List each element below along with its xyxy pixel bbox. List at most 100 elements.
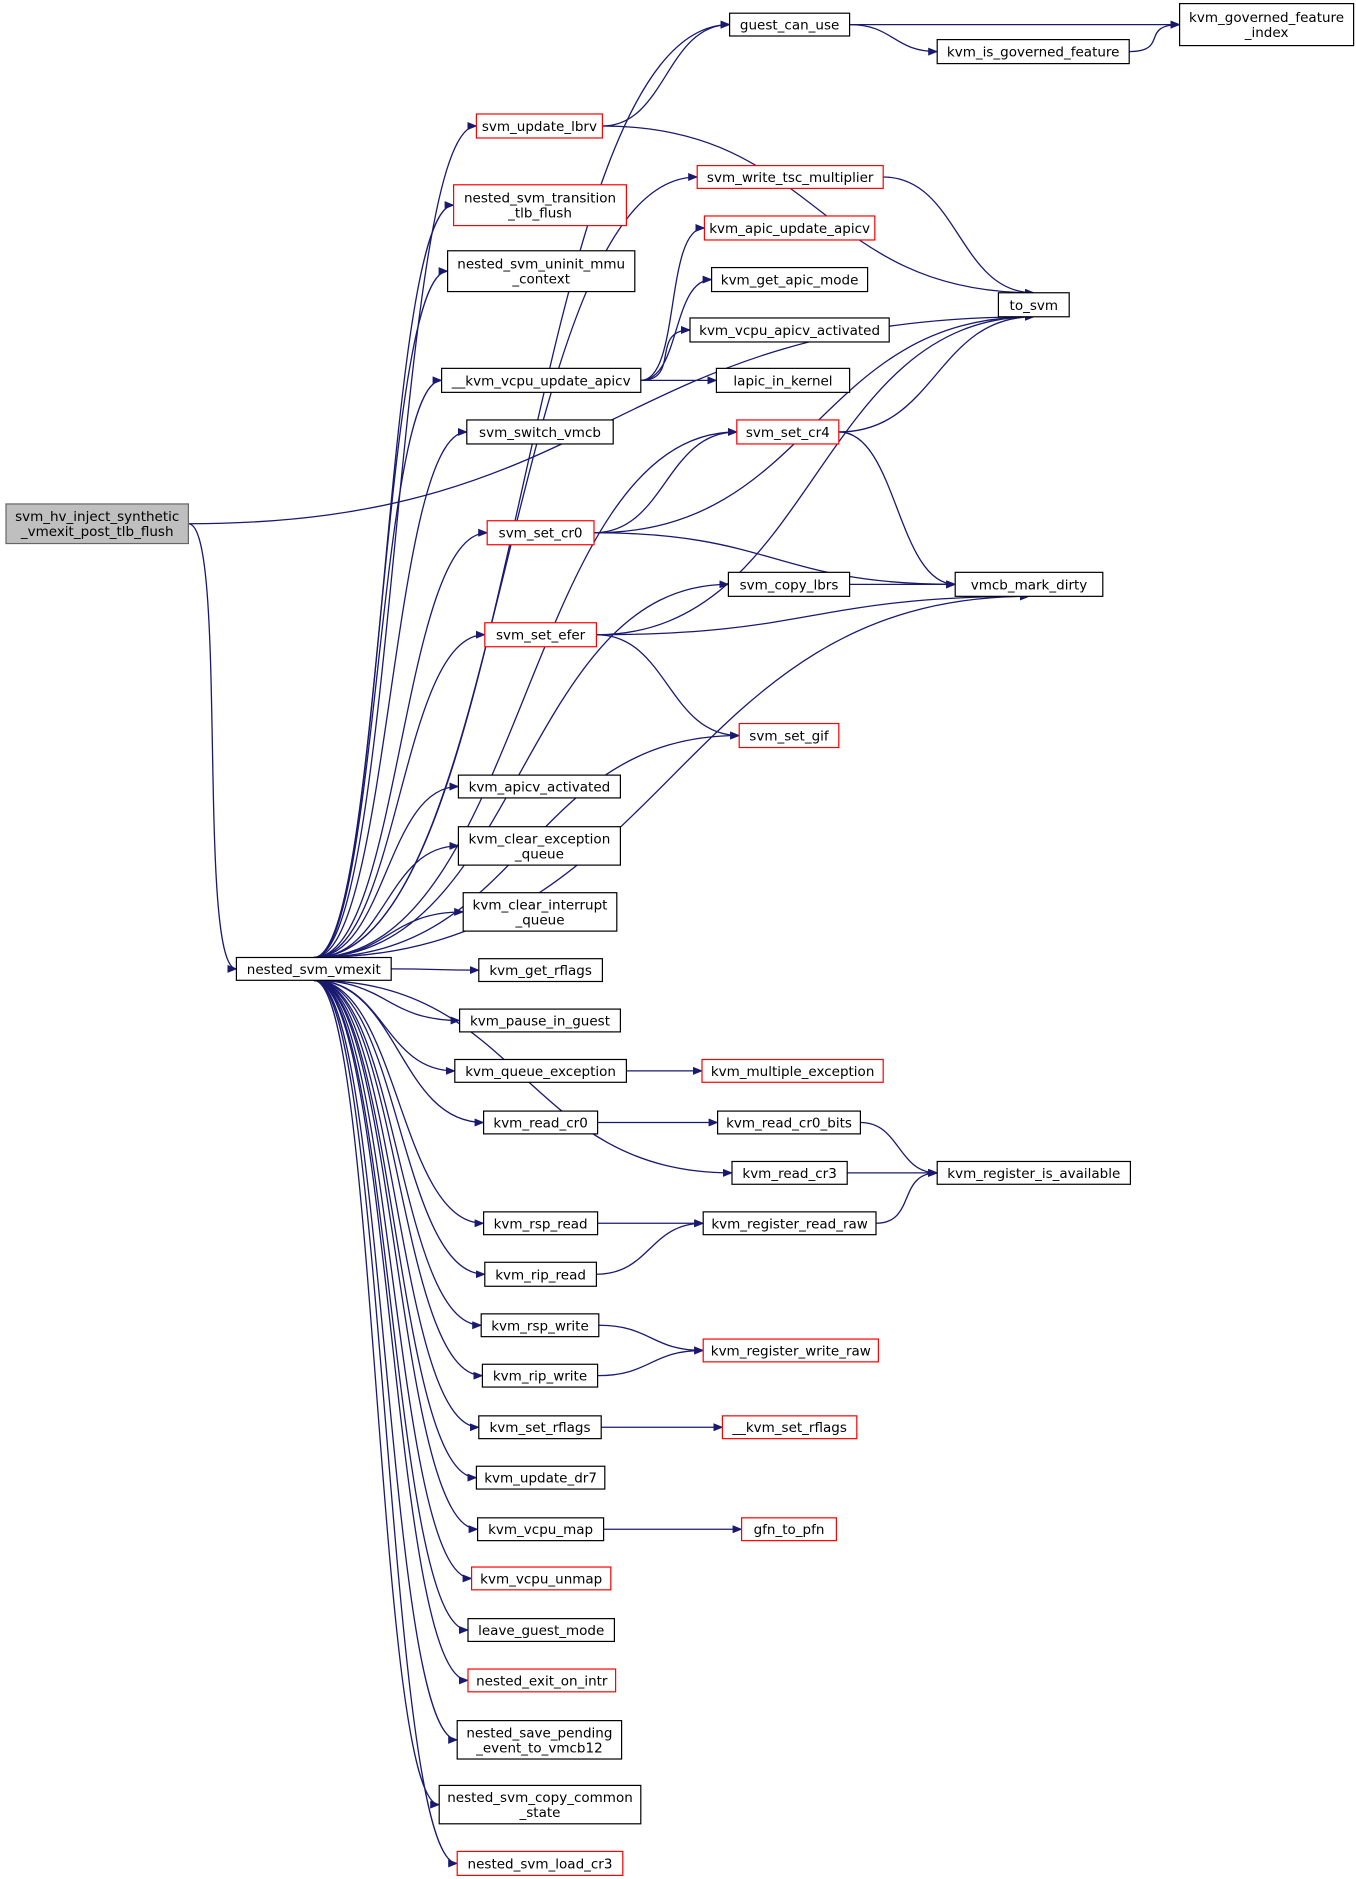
node-label: svm_update_lbrv	[482, 119, 597, 135]
node-label: kvm_rsp_read	[494, 1216, 588, 1232]
node-svm_copy_lbrs[interactable]: svm_copy_lbrs	[727, 571, 851, 597]
node-nested_svm_load_cr3[interactable]: nested_svm_load_cr3	[456, 1850, 624, 1877]
node-nested_svm_uninit_mmu_context[interactable]: nested_svm_uninit_mmu_context	[447, 250, 636, 293]
node-kvm_set_rflags[interactable]: kvm_set_rflags	[478, 1415, 602, 1440]
node-nested_svm_transition_tlb_flush[interactable]: nested_svm_transition_tlb_flush	[453, 184, 628, 227]
node-box	[467, 1668, 617, 1693]
node-svm_set_cr0[interactable]: svm_set_cr0	[486, 520, 595, 546]
node-svm_switch_vmcb[interactable]: svm_switch_vmcb	[466, 419, 614, 445]
node-box	[475, 113, 603, 139]
node-nested_save_pending_event_to_vmcb12[interactable]: nested_save_pending_event_to_vmcb12	[456, 1720, 623, 1760]
node-kvm_register_is_available[interactable]: kvm_register_is_available	[936, 1160, 1132, 1185]
node-kvm_read_cr3[interactable]: kvm_read_cr3	[731, 1160, 848, 1185]
node-label: kvm_queue_exception	[465, 1064, 616, 1080]
node-kvm_multiple_exception[interactable]: kvm_multiple_exception	[701, 1058, 884, 1083]
node-svm_set_efer[interactable]: svm_set_efer	[484, 622, 597, 648]
node-label: __kvm_vcpu_update_apicv	[451, 373, 631, 389]
node-box	[1178, 2, 1355, 47]
node-label: _context	[511, 272, 570, 288]
node-label: svm_write_tsc_multiplier	[707, 170, 874, 186]
node-label: svm_switch_vmcb	[479, 425, 601, 441]
node-label: nested_svm_vmexit	[247, 962, 381, 978]
node-kvm_rsp_read[interactable]: kvm_rsp_read	[483, 1211, 599, 1236]
node-nested_svm_vmexit[interactable]: nested_svm_vmexit	[235, 956, 392, 981]
node-vmcb_mark_dirty[interactable]: vmcb_mark_dirty	[954, 571, 1104, 597]
node-kvm_rip_read[interactable]: kvm_rip_read	[484, 1261, 597, 1287]
node-to_svm[interactable]: to_svm	[997, 292, 1070, 318]
node-label: kvm_read_cr0	[493, 1115, 587, 1131]
node-label: __kvm_set_rflags	[731, 1420, 847, 1436]
edge-kvm_register_read_raw-to-kvm_register_is_available	[875, 1168, 939, 1224]
node-__kvm_set_rflags[interactable]: __kvm_set_rflags	[721, 1415, 858, 1440]
node-label: kvm_is_governed_feature	[947, 45, 1120, 61]
node-box	[457, 774, 621, 799]
node-kvm_get_apic_mode[interactable]: kvm_get_apic_mode	[710, 266, 869, 293]
node-box	[466, 419, 614, 445]
node-lapic_in_kernel[interactable]: lapic_in_kernel	[715, 367, 851, 393]
node-kvm_vcpu_apicv_activated[interactable]: kvm_vcpu_apicv_activated	[689, 317, 890, 343]
node-svm_write_tsc_multiplier[interactable]: svm_write_tsc_multiplier	[696, 164, 884, 189]
edge-svm_set_cr4-to-vmcb_mark_dirty	[838, 431, 957, 589]
node-kvm_rip_write[interactable]: kvm_rip_write	[481, 1363, 599, 1388]
node-box	[936, 1160, 1132, 1185]
edge-svm_set_cr0-to-vmcb_mark_dirty	[593, 532, 957, 589]
node-label: kvm_apic_update_apicv	[709, 221, 870, 237]
node-box	[936, 38, 1130, 65]
node-kvm_rsp_write[interactable]: kvm_rsp_write	[480, 1313, 600, 1338]
node-svm_set_cr4[interactable]: svm_set_cr4	[736, 419, 840, 445]
node-kvm_queue_exception[interactable]: kvm_queue_exception	[454, 1058, 627, 1083]
edge-svm_set_efer-to-to_svm	[596, 312, 1035, 636]
node-label: kvm_register_read_raw	[711, 1216, 868, 1232]
node-kvm_clear_interrupt_queue[interactable]: kvm_clear_interrupt_queue	[462, 892, 618, 932]
edge-nested_svm_vmexit-to-kvm_rip_write	[313, 979, 484, 1380]
node-label: kvm_update_dr7	[484, 1471, 597, 1487]
node-kvm_vcpu_unmap[interactable]: kvm_vcpu_unmap	[471, 1566, 612, 1591]
edge-nested_svm_vmexit-to-kvm_rip_read	[313, 979, 486, 1279]
node-box	[721, 1415, 858, 1440]
node-root[interactable]: svm_hv_inject_synthetic_vmexit_post_tlb_…	[5, 503, 189, 545]
node-box	[475, 1465, 606, 1490]
node-kvm_apicv_activated[interactable]: kvm_apicv_activated	[457, 774, 621, 799]
edge-nested_svm_vmexit-to-svm_set_efer	[313, 630, 486, 959]
node-kvm_governed_feature_index[interactable]: kvm_governed_feature_index	[1178, 2, 1355, 47]
edge-kvm_read_cr0_bits-to-kvm_register_is_available	[860, 1121, 939, 1177]
node-box	[471, 1566, 612, 1591]
node-svm_update_lbrv[interactable]: svm_update_lbrv	[475, 113, 603, 139]
node-kvm_apic_update_apicv[interactable]: kvm_apic_update_apicv	[703, 215, 876, 241]
node-kvm_vcpu_map[interactable]: kvm_vcpu_map	[477, 1517, 605, 1542]
node-svm_set_gif[interactable]: svm_set_gif	[738, 722, 840, 749]
node-kvm_get_rflags[interactable]: kvm_get_rflags	[478, 958, 603, 983]
node-kvm_is_governed_feature[interactable]: kvm_is_governed_feature	[936, 38, 1130, 65]
nodes-layer: svm_hv_inject_synthetic_vmexit_post_tlb_…	[5, 2, 1355, 1877]
node-box	[235, 956, 392, 981]
node-label: nested_svm_load_cr3	[468, 1856, 613, 1872]
node-label: kvm_register_is_available	[947, 1166, 1120, 1182]
node-label: svm_set_cr0	[499, 526, 583, 542]
node-leave_guest_mode[interactable]: leave_guest_mode	[467, 1618, 615, 1643]
node-nested_svm_copy_common_state[interactable]: nested_svm_copy_common_state	[438, 1784, 642, 1825]
edge-nested_svm_vmexit-to-svm_switch_vmcb	[313, 428, 468, 959]
node-kvm_read_cr0[interactable]: kvm_read_cr0	[483, 1110, 599, 1135]
node-guest_can_use[interactable]: guest_can_use	[728, 12, 851, 37]
node-nested_exit_on_intr[interactable]: nested_exit_on_intr	[467, 1668, 617, 1693]
edge-nested_svm_vmexit-to-nested_svm_load_cr3	[313, 979, 459, 1868]
edge-kvm_rip_write-to-kvm_register_write_raw	[597, 1346, 705, 1377]
edge-nested_svm_vmexit-to-kvm_clear_exception_queue	[313, 841, 460, 959]
node-gfn_to_pfn[interactable]: gfn_to_pfn	[740, 1517, 837, 1542]
node-box	[456, 1850, 624, 1877]
edge-root-to-nested_svm_vmexit	[188, 523, 238, 973]
node-label: kvm_register_write_raw	[711, 1343, 871, 1359]
node-kvm_pause_in_guest[interactable]: kvm_pause_in_guest	[459, 1008, 622, 1033]
node-kvm_read_cr0_bits[interactable]: kvm_read_cr0_bits	[716, 1110, 861, 1135]
node-label: kvm_vcpu_unmap	[480, 1571, 602, 1587]
node-kvm_register_read_raw[interactable]: kvm_register_read_raw	[702, 1211, 877, 1236]
node-kvm_register_write_raw[interactable]: kvm_register_write_raw	[702, 1338, 880, 1363]
node-label: kvm_multiple_exception	[711, 1064, 875, 1080]
edge-nested_svm_vmexit-to-kvm_apicv_activated	[313, 782, 460, 959]
node-label: kvm_set_rflags	[489, 1420, 590, 1436]
node-__kvm_vcpu_update_apicv[interactable]: __kvm_vcpu_update_apicv	[441, 367, 642, 393]
node-label: _tlb_flush	[507, 206, 572, 222]
edge-svm_update_lbrv-to-to_svm	[602, 125, 1035, 297]
node-kvm_clear_exception_queue[interactable]: kvm_clear_exception_queue	[457, 826, 621, 866]
node-kvm_update_dr7[interactable]: kvm_update_dr7	[475, 1465, 606, 1490]
